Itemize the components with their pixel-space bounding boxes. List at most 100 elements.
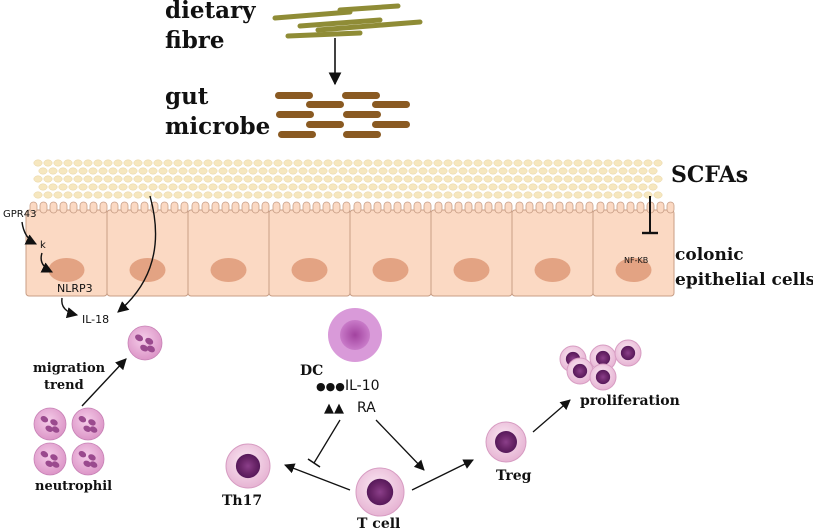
scfa-dot xyxy=(583,175,593,183)
scfa-dot xyxy=(53,191,63,199)
scfa-dot xyxy=(213,175,223,183)
scfa-dot xyxy=(243,159,253,167)
scfa-dot xyxy=(603,159,613,167)
th17-cell-nucleus xyxy=(235,453,261,479)
scfa-dot xyxy=(318,183,328,191)
scfa-dot xyxy=(223,175,233,183)
scfa-dot xyxy=(263,175,273,183)
scfa-dot xyxy=(543,159,553,167)
scfa-dot xyxy=(43,175,53,183)
microvillus xyxy=(434,201,443,214)
scfa-dot xyxy=(278,167,288,175)
k-to-nlrp3-arrow xyxy=(40,252,54,273)
scfa-dot xyxy=(373,191,383,199)
scfa-dot xyxy=(633,175,643,183)
scfa-dot xyxy=(48,183,58,191)
scfas-label: SCFAs xyxy=(671,162,748,188)
scfa-dot xyxy=(613,159,623,167)
scfa-dot xyxy=(333,175,343,183)
scfa-dot xyxy=(58,167,68,175)
scfa-dot xyxy=(208,183,218,191)
scfa-dot xyxy=(393,159,403,167)
scfa-dot xyxy=(538,183,548,191)
microvillus xyxy=(261,201,270,214)
scfa-dot xyxy=(348,167,358,175)
neutrophil-lobe xyxy=(45,460,53,467)
scfa-dot xyxy=(523,175,533,183)
scfa-dot xyxy=(33,191,43,199)
scfa-dot xyxy=(423,191,433,199)
scfa-dot xyxy=(228,183,238,191)
neutrophil-lobe xyxy=(50,454,58,461)
t-cell-nucleus xyxy=(366,478,394,506)
scfa-dot xyxy=(238,167,248,175)
microvillus xyxy=(606,201,615,214)
scfa-dot xyxy=(33,175,43,183)
scfa-dot xyxy=(613,175,623,183)
scfa-dot xyxy=(193,175,203,183)
scfa-dot xyxy=(528,183,538,191)
scfa-dot xyxy=(268,183,278,191)
neutrophil-cluster xyxy=(33,325,163,476)
microvillus xyxy=(504,201,513,214)
scfa-dot xyxy=(173,159,183,167)
scfa-dot xyxy=(98,183,108,191)
scfa-dot xyxy=(133,175,143,183)
scfa-dot xyxy=(433,191,443,199)
cell-nucleus xyxy=(615,258,652,282)
microvillus xyxy=(373,201,382,214)
scfa-dot xyxy=(623,175,633,183)
t-cell-label: T cell xyxy=(357,516,400,531)
scfa-dot xyxy=(158,167,168,175)
scfa-dot xyxy=(633,191,643,199)
dc-inhibit-th17-bar xyxy=(307,458,321,468)
scfa-dot xyxy=(458,167,468,175)
gut-microbe-label: gut microbe xyxy=(165,83,270,140)
scfa-dot xyxy=(468,183,478,191)
microvillus xyxy=(626,201,635,214)
microvillus xyxy=(191,201,200,214)
scfa-dot xyxy=(413,191,423,199)
scfa-dot xyxy=(103,191,113,199)
scfa-dot xyxy=(388,167,398,175)
scfa-to-il18-arrow xyxy=(117,195,157,313)
scfa-dot xyxy=(48,167,58,175)
gut-microbe-rods xyxy=(275,92,410,138)
neutrophil-label: neutrophil xyxy=(35,479,112,494)
scfa-dot xyxy=(218,183,228,191)
microvillus xyxy=(110,201,119,214)
scfa-dot xyxy=(288,167,298,175)
microvillus xyxy=(636,201,645,214)
scfa-dot xyxy=(243,175,253,183)
tcell-to-th17-arrow xyxy=(284,463,351,491)
ra-label: RA xyxy=(357,400,376,416)
scfa-dot xyxy=(178,167,188,175)
dendritic-cell xyxy=(328,308,382,362)
microvillus xyxy=(170,201,179,214)
microvillus xyxy=(363,201,372,214)
scfa-dot xyxy=(413,175,423,183)
scfa-dot xyxy=(38,167,48,175)
scfa-dot xyxy=(623,159,633,167)
scfa-dot xyxy=(383,191,393,199)
scfa-dot xyxy=(403,191,413,199)
microvillus xyxy=(180,201,189,214)
scfa-dot xyxy=(333,191,343,199)
proliferating-treg-nucleus xyxy=(620,345,636,361)
dc-label: DC xyxy=(300,363,323,379)
scfa-dot xyxy=(413,159,423,167)
scfa-dot xyxy=(343,159,353,167)
scfa-dot xyxy=(93,191,103,199)
scfa-dot xyxy=(163,175,173,183)
scfa-dot xyxy=(83,159,93,167)
scfa-dot xyxy=(373,175,383,183)
dietary-fibre-label: dietary fibre xyxy=(165,0,263,54)
scfa-dot xyxy=(193,159,203,167)
scfa-dot xyxy=(573,159,583,167)
scfa-dot xyxy=(258,183,268,191)
cell-nucleus xyxy=(48,258,85,282)
neutrophil-lobe xyxy=(78,451,87,458)
scfa-dot xyxy=(223,191,233,199)
scfa-dot xyxy=(578,183,588,191)
colonic-epithelial-cells xyxy=(25,201,675,297)
